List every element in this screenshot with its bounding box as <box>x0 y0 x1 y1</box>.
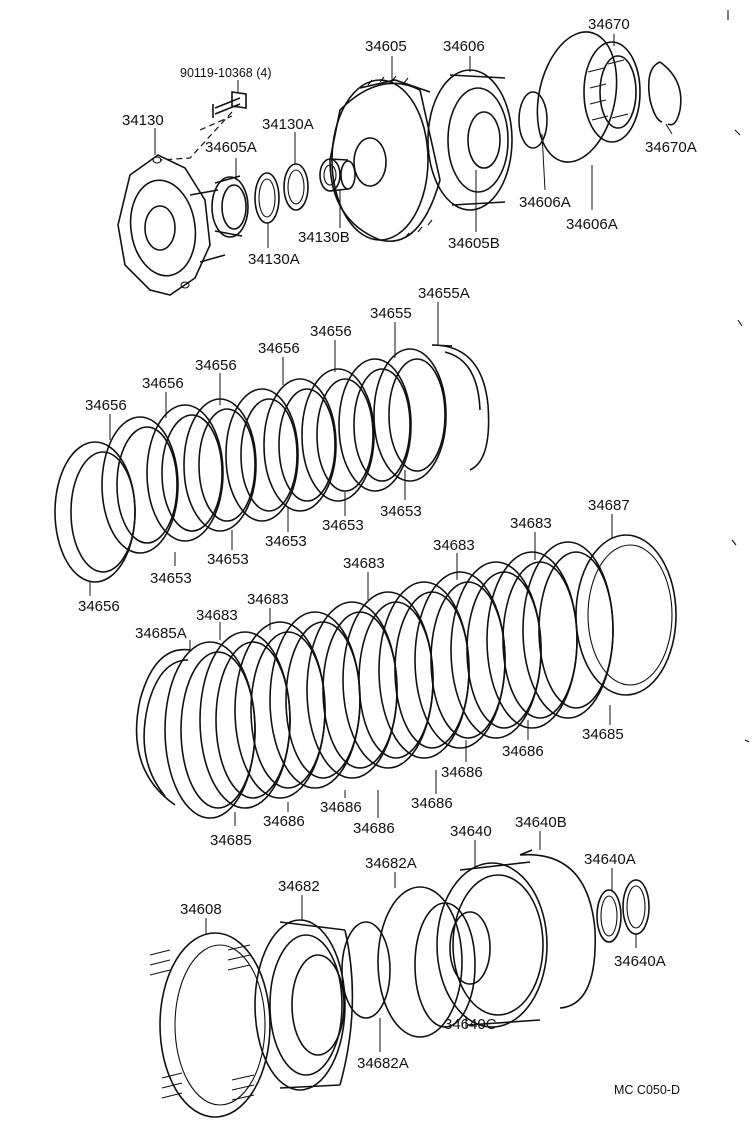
seal-34606A-small <box>518 91 548 149</box>
bolt-90119 <box>212 91 247 118</box>
ring-34640A-b <box>622 879 650 935</box>
seal-34606A-large <box>536 31 618 163</box>
label-34605A: 34605A <box>205 139 257 156</box>
label-34640B: 34640B <box>515 814 567 831</box>
label-34130A-top: 34130A <box>262 116 314 133</box>
label-34685A: 34685A <box>135 625 187 642</box>
label-34656-b: 34656 <box>258 340 300 357</box>
label-34653-b: 34653 <box>207 551 249 568</box>
ring-34130A-b <box>283 163 309 211</box>
label-34656-f: 34656 <box>78 598 120 615</box>
label-34687: 34687 <box>588 497 630 514</box>
label-34683-c: 34683 <box>343 555 385 572</box>
label-34653-c: 34653 <box>265 533 307 550</box>
snap-ring-34640B <box>519 849 597 1009</box>
label-34606A-2: 34606A <box>566 216 618 233</box>
label-34653-a: 34653 <box>150 570 192 587</box>
label-34655: 34655 <box>370 305 412 322</box>
label-34683-a: 34683 <box>510 515 552 532</box>
label-34686-f: 34686 <box>263 813 305 830</box>
label-34656-c: 34656 <box>195 357 237 374</box>
diagram-code: MC C050-D <box>614 1083 680 1097</box>
label-34683-e: 34683 <box>196 607 238 624</box>
o-ring-34640C <box>414 902 476 1028</box>
piston-34682 <box>254 919 354 1091</box>
label-34655A: 34655A <box>418 285 470 302</box>
label-34686-b: 34686 <box>441 764 483 781</box>
ring-34130A-a <box>254 172 280 224</box>
label-34605: 34605 <box>365 38 407 55</box>
label-34640: 34640 <box>450 823 492 840</box>
label-34130B: 34130B <box>298 229 350 246</box>
label-34130: 34130 <box>122 112 164 129</box>
label-34685-b: 34685 <box>210 832 252 849</box>
clutch-pack-lower <box>135 534 677 819</box>
drum-34605 <box>329 75 441 242</box>
housing-34130 <box>117 154 226 296</box>
label-34640C: 34640C <box>444 1016 497 1033</box>
ring-34130B <box>319 158 356 192</box>
label-34130A-bot: 34130A <box>248 251 300 268</box>
cylinder-34640 <box>436 861 548 1028</box>
label-34653-d: 34653 <box>322 517 364 534</box>
label-34640A-2: 34640A <box>614 953 666 970</box>
label-34670A: 34670A <box>645 139 697 156</box>
label-34686-d: 34686 <box>320 799 362 816</box>
label-34606A-1: 34606A <box>519 194 571 211</box>
label-34686-e: 34686 <box>353 820 395 837</box>
label-34686-a: 34686 <box>502 743 544 760</box>
label-34683-b: 34683 <box>433 537 475 554</box>
o-ring-34682A-b <box>377 886 463 1038</box>
ring-34640A-a <box>596 889 622 943</box>
label-34640A-1: 34640A <box>584 851 636 868</box>
label-bolt: 90119-10368 (4) <box>180 66 272 80</box>
label-34656-a: 34656 <box>310 323 352 340</box>
label-34670: 34670 <box>588 16 630 33</box>
seal-34605A <box>211 175 249 238</box>
label-34608: 34608 <box>180 901 222 918</box>
label-34606: 34606 <box>443 38 485 55</box>
label-34682A-top: 34682A <box>365 855 417 872</box>
label-34682A-bot: 34682A <box>357 1055 409 1072</box>
label-34683-d: 34683 <box>247 591 289 608</box>
label-34685-a: 34685 <box>582 726 624 743</box>
spring-retainer-34670 <box>583 41 641 143</box>
spring-retainer-34608 <box>149 932 271 1118</box>
o-ring-34682A-a <box>341 921 391 1019</box>
label-34656-d: 34656 <box>142 375 184 392</box>
label-34682: 34682 <box>278 878 320 895</box>
label-34653-e: 34653 <box>380 503 422 520</box>
label-34686-c: 34686 <box>411 795 453 812</box>
label-34605B: 34605B <box>448 235 500 252</box>
label-34656-e: 34656 <box>85 397 127 414</box>
snap-ring-34670A <box>647 61 682 126</box>
piston-34606 <box>427 69 513 211</box>
